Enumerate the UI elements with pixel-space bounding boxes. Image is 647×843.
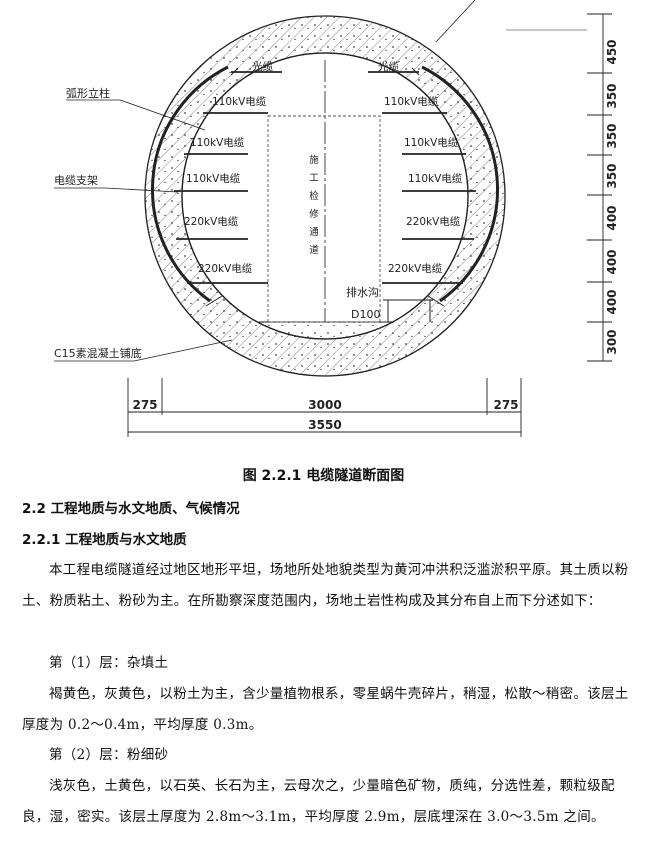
- label-passage-char: 通: [309, 227, 319, 238]
- dim-right-value: 350: [605, 163, 619, 188]
- section-heading: 2.2 工程地质与水文地质、气候情况: [22, 501, 240, 517]
- label-220kv-l1: 220kV电缆: [184, 215, 239, 228]
- dim-right-value: 350: [605, 123, 619, 148]
- label-optical-left: 光缆: [252, 60, 273, 73]
- dim-bottom-total: 3550: [308, 418, 341, 432]
- right-dimension-chain: [506, 13, 612, 362]
- dim-right-value: 400: [605, 289, 619, 314]
- paragraph-layer2-title: 第（2）层：粉细砂: [22, 740, 632, 771]
- dim-bottom-middle: 3000: [308, 398, 341, 412]
- label-drain-size: D100: [351, 308, 380, 321]
- arc-column-left: [151, 65, 229, 303]
- layer1-title-text: 第（1）层：杂填土: [49, 655, 169, 671]
- tunnel-cross-section-figure: 光缆 光缆 110kV电缆 110kV电缆 110kV电缆 110kV电缆 11…: [54, 0, 619, 437]
- label-220kv-l2: 220kV电缆: [198, 262, 253, 275]
- label-220kv-r2: 220kV电缆: [388, 262, 443, 275]
- dim-bottom-right: 275: [493, 398, 518, 412]
- paragraph-layer1-desc: 褐黄色，灰黄色，以粉土为主，含少量植物根系，零星蜗牛壳碎片，稍湿，松散～稍密。该…: [22, 679, 632, 741]
- paragraph-intro-text: 本工程电缆隧道经过地区地形平坦，场地所处地貌类型为黄河冲洪积泛滥淤积平原。其土质…: [22, 562, 629, 609]
- dim-right-value: 300: [605, 329, 619, 354]
- label-110kv-r2: 110kV电缆: [404, 136, 459, 149]
- label-drain: 排水沟: [346, 285, 379, 299]
- dim-right-value: 400: [605, 205, 619, 230]
- paragraph-layer2-desc: 浅灰色，土黄色，以石英、长石为主，云母次之，少量暗色矿物，质纯，分选性差，颗粒级…: [22, 771, 632, 833]
- label-c15-base: C15素混凝土铺底: [54, 346, 142, 360]
- drain-ditch: [387, 300, 431, 322]
- label-110kv-l3: 110kV电缆: [186, 172, 241, 185]
- subsection-heading: 2.2.1 工程地质与水文地质: [22, 532, 187, 548]
- maintenance-passage: [267, 115, 381, 323]
- label-passage-char: 检: [309, 190, 319, 202]
- label-passage-char: 修: [309, 208, 319, 220]
- label-220kv-r1: 220kV电缆: [406, 215, 461, 228]
- dim-bottom-left: 275: [132, 398, 157, 412]
- label-optical-right: 光缆: [378, 60, 399, 73]
- cable-brackets-right: [368, 67, 476, 307]
- arc-column-right: [421, 65, 499, 303]
- label-passage-char: 施: [309, 154, 319, 166]
- dim-right-value: 450: [605, 39, 619, 64]
- label-110kv-r1: 110kV电缆: [384, 95, 439, 108]
- dim-right-value: 400: [605, 249, 619, 274]
- dim-right-value: 350: [605, 83, 619, 108]
- layer1-desc-text: 褐黄色，灰黄色，以粉土为主，含少量植物根系，零星蜗牛壳碎片，稍湿，松散～稍密。该…: [22, 686, 629, 733]
- layer2-title-text: 第（2）层：粉细砂: [49, 747, 169, 763]
- paragraph-intro: 本工程电缆隧道经过地区地形平坦，场地所处地貌类型为黄河冲洪积泛滥淤积平原。其土质…: [22, 555, 632, 617]
- label-passage-char: 工: [309, 173, 319, 184]
- layer2-desc-text: 浅灰色，土黄色，以石英、长石为主，云母次之，少量暗色矿物，质纯，分选性差，颗粒级…: [22, 778, 615, 825]
- label-passage-char: 道: [309, 244, 319, 256]
- figure-caption: 图 2.2.1 电缆隧道断面图: [242, 468, 405, 484]
- paragraph-layer1-title: 第（1）层：杂填土: [22, 648, 632, 679]
- label-cable-bracket: 电缆支架: [54, 174, 98, 187]
- bottom-dimension-chain: [127, 378, 522, 437]
- label-arc-column: 弧形立柱: [66, 86, 110, 100]
- label-110kv-r3: 110kV电缆: [408, 172, 463, 185]
- cable-brackets-left: [174, 67, 282, 307]
- label-110kv-l1: 110kV电缆: [212, 95, 267, 108]
- label-110kv-l2: 110kV电缆: [190, 136, 245, 149]
